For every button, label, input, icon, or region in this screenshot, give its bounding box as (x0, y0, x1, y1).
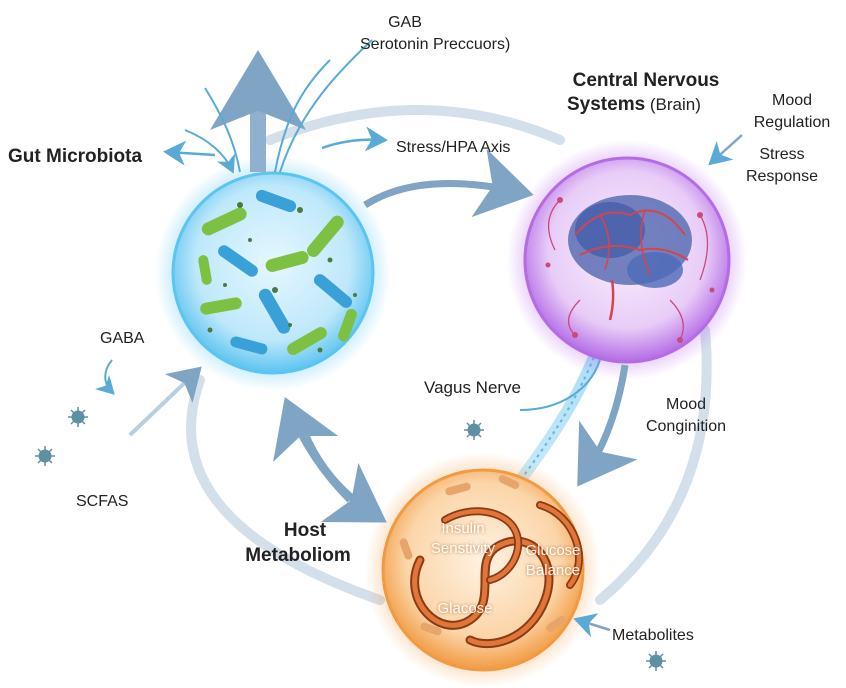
brain-icon (545, 195, 715, 343)
label-stress-hpa: Stress/HPA Axis (396, 139, 511, 156)
label-gab: GAB (388, 14, 422, 31)
virus-icon (35, 407, 666, 671)
label-gaba: GABA (100, 330, 145, 347)
label-mood-cognition-1: Mood (665, 396, 707, 413)
label-scfas: SCFAS (76, 493, 129, 510)
host-title-line2: Metaboliom (245, 545, 351, 566)
label-stress-response-2: Response (745, 168, 819, 185)
label-metabolites: Metabolites (612, 627, 694, 644)
label-insulin-1: Insulin (441, 520, 485, 537)
cns-title-brain: (Brain) (645, 95, 701, 114)
cns-brain-node (507, 140, 747, 380)
arrows (95, 39, 743, 638)
cns-title-line1: Central Nervous (572, 70, 720, 91)
connection-ring (186, 105, 712, 605)
cns-title-systems: Systems (567, 94, 646, 115)
label-insulin-2: Senstivity (430, 540, 496, 557)
intestine-icon (399, 475, 583, 649)
label-glucose-balance-2: Balance (525, 562, 581, 579)
label-serotonin: Serotonin Preccuors) (360, 36, 511, 53)
gut-microbiota-title: Gut Microbiota (8, 146, 143, 167)
bacteria-icon (198, 189, 357, 355)
label-glucose: Glacose (437, 600, 493, 617)
host-title-line1: Host (283, 520, 327, 541)
label-stress-response-1: Stress (759, 146, 805, 163)
label-mood-cognition-2: Conginition (645, 418, 727, 435)
gut-microbiota-node (155, 155, 391, 391)
host-metabolism-node (365, 452, 601, 688)
cns-title-line2: Systems (Brain) (567, 94, 701, 116)
label-glucose-balance-1: Glucose (525, 542, 581, 559)
label-mood-regulation-2: Regulation (753, 114, 831, 131)
label-vagus-nerve: Vagus Nerve (424, 378, 522, 397)
label-mood-regulation-1: Mood (771, 92, 813, 109)
